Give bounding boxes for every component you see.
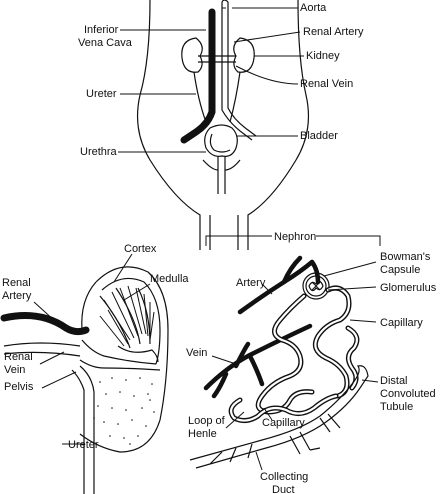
label-renal-vein-left-1: Renal	[4, 351, 33, 363]
leader-renal-vein-left	[39, 351, 65, 365]
efferent-vein	[203, 323, 313, 399]
label-medulla: Medulla	[150, 273, 189, 285]
label-capillary-bottom: Capillary	[262, 417, 305, 429]
label-renal-artery-left-1: Renal	[2, 277, 31, 289]
pelvis-bottom	[79, 359, 161, 371]
label-inferior-vena-cava-2: Vena Cava	[78, 37, 133, 49]
label-distal-1: Distal	[380, 375, 408, 387]
afferent-artery	[237, 255, 321, 315]
label-distal-3: Tubule	[380, 401, 413, 413]
torso-left-outline	[136, 0, 201, 250]
label-ureter-top: Ureter	[86, 88, 117, 100]
pelvis-top	[81, 339, 157, 365]
leader-capillary-right	[349, 319, 377, 323]
glomerulus	[308, 280, 324, 292]
label-vein: Vein	[186, 347, 207, 359]
label-loop-of-henle-2: Henle	[188, 428, 217, 440]
label-capillary-right: Capillary	[380, 317, 423, 329]
label-renal-vein-left-2: Vein	[4, 364, 25, 376]
leader-renal-vein-top	[235, 65, 299, 85]
pelvic-curve-left	[202, 159, 219, 171]
torso-right-outline	[247, 0, 310, 250]
torso-figure	[136, 0, 310, 250]
leader-capillary-bottom	[263, 407, 273, 421]
ureter-vessel-left	[71, 369, 85, 494]
ureter-right	[229, 71, 241, 123]
leader-renal-artery-top	[233, 31, 301, 43]
leader-vein	[211, 355, 237, 365]
leader-cortex	[113, 253, 133, 283]
bladder	[204, 124, 238, 157]
label-renal-artery-left-2: Artery	[2, 290, 32, 302]
label-nephron: Nephron	[274, 231, 316, 243]
label-loop-of-henle-1: Loop of	[188, 415, 226, 427]
label-renal-artery-top: Renal Artery	[303, 26, 364, 38]
renal-vein-vessel-top	[3, 342, 81, 347]
vena-cava	[180, 8, 216, 144]
label-urethra: Urethra	[80, 146, 118, 158]
leader-collecting-duct	[255, 451, 263, 471]
leader-artery	[261, 283, 273, 295]
pelvis-stippling	[93, 377, 155, 445]
kidney-cross-section	[0, 266, 169, 494]
leader-glomerulus	[327, 286, 377, 291]
cortex-inner	[101, 277, 161, 365]
label-cortex: Cortex	[124, 243, 157, 255]
renal-artery-vessel	[0, 312, 90, 336]
label-collecting-2: Duct	[272, 484, 295, 494]
label-bowmans-capsule-1: Bowman's	[380, 251, 431, 263]
medulla-pyramids	[99, 285, 159, 363]
label-kidney: Kidney	[306, 50, 340, 62]
kidney-left	[181, 37, 203, 73]
kidney-outer	[79, 266, 169, 453]
leader-medulla	[123, 283, 151, 301]
label-glomerulus: Glomerulus	[380, 282, 437, 294]
pelvic-curve-right	[224, 159, 241, 171]
collecting-duct	[189, 365, 369, 469]
label-ureter-bottom: Ureter	[68, 439, 99, 451]
leader-renal-artery-left	[33, 301, 57, 323]
kidney-upper-hilum	[81, 281, 97, 331]
ureter-left	[193, 71, 207, 123]
leader-distal-tubule	[361, 379, 379, 383]
ureter-vessel-right	[79, 365, 95, 494]
leader-pelvis	[41, 371, 77, 389]
leader-bowmans-capsule	[323, 261, 377, 277]
aorta	[221, 0, 257, 141]
label-bladder: Bladder	[300, 130, 338, 142]
label-bowmans-capsule-2: Capsule	[380, 264, 420, 276]
kidney-right	[233, 37, 255, 73]
bowmans-capsule	[302, 272, 330, 300]
leader-loop-of-henle	[225, 411, 245, 429]
label-renal-vein-top: Renal Vein	[300, 78, 353, 90]
label-aorta: Aorta	[300, 2, 327, 14]
renal-vein-vessel-bottom	[3, 351, 81, 357]
label-distal-2: Convoluted	[380, 388, 436, 400]
label-artery: Artery	[236, 277, 266, 289]
label-pelvis: Pelvis	[4, 381, 34, 393]
label-inferior-vena-cava-1: Inferior	[84, 24, 119, 36]
nephron-bracket	[205, 235, 381, 246]
label-collecting-1: Collecting	[260, 471, 308, 483]
